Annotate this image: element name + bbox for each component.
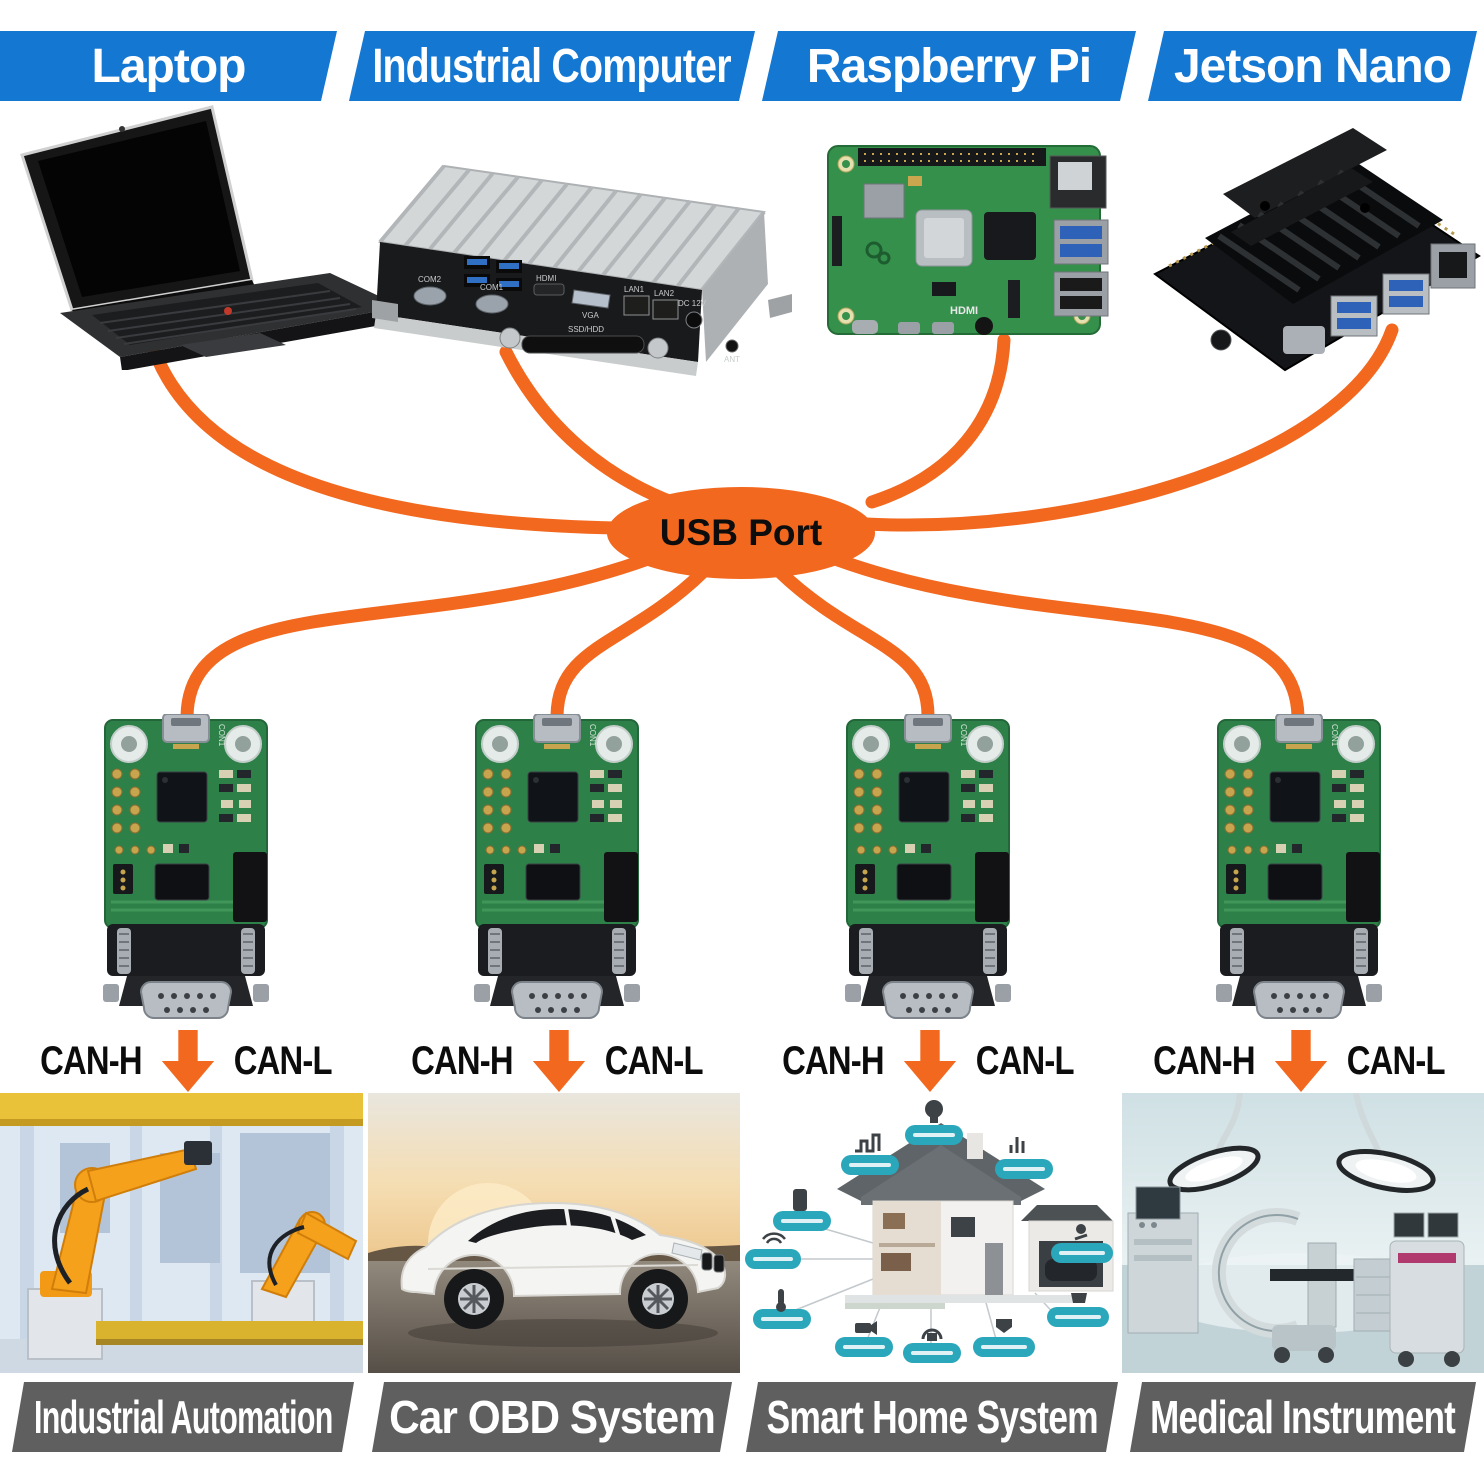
raspberry-logo-icon — [865, 241, 891, 265]
mounting-bracket — [372, 300, 398, 322]
antenna-port-icon — [725, 339, 739, 353]
jetson-hdmi-icon — [1283, 326, 1325, 354]
raspberry-pi-image: HDMI — [827, 145, 1109, 335]
jetson-usb-ports-icon — [1330, 273, 1430, 337]
lan2-label: LAN2 — [654, 289, 675, 298]
banner-jetson-nano: Jetson Nano — [1148, 31, 1477, 101]
micro-hdmi0-icon — [898, 322, 920, 334]
lan1-label: LAN1 — [624, 285, 645, 294]
dc-jack-icon — [685, 311, 703, 329]
pi-hdmi-silkscreen: HDMI — [950, 305, 978, 317]
front-panel — [376, 242, 702, 362]
can-pins-3: CAN-H CAN-L — [768, 1030, 1088, 1092]
can-adapter-board-4 — [1214, 714, 1384, 1020]
banner-industrial-computer: Industrial Computer — [349, 31, 755, 101]
banner-raspberry-pi-label: Raspberry Pi — [806, 39, 1092, 93]
ram-chip — [984, 212, 1036, 260]
label-smart-home-system: Smart Home System — [746, 1382, 1118, 1452]
down-arrow-icon — [1275, 1030, 1328, 1092]
barrel-jack-icon — [1210, 329, 1232, 351]
banner-jetson-nano-label: Jetson Nano — [1173, 39, 1452, 93]
can-l-label: CAN-L — [604, 1038, 704, 1083]
drive-bay-handle — [521, 335, 645, 354]
down-arrow-icon — [533, 1030, 586, 1092]
industrial-computer-image: COM2 COM1 HDMI VGA LAN1 LAN2 DC 12V SSD/… — [372, 164, 792, 376]
hdmi-port-icon — [533, 283, 565, 296]
can-l-label: CAN-L — [233, 1038, 333, 1083]
smart-home-photo — [745, 1093, 1117, 1373]
down-arrow-icon — [162, 1030, 215, 1092]
equipment-cabinet — [1353, 1258, 1395, 1332]
av-jack-icon — [975, 317, 993, 335]
car-body — [400, 1201, 726, 1329]
usb-port-hub-ellipse — [607, 487, 875, 579]
surgical-light-2 — [1336, 1093, 1436, 1193]
ant-label: ANT — [724, 355, 740, 364]
smart-home-system-text: Smart Home System — [766, 1391, 1098, 1443]
banner-raspberry-pi: Raspberry Pi — [762, 31, 1136, 101]
hdmi-label: HDMI — [536, 274, 556, 283]
can-pins-2: CAN-H CAN-L — [397, 1030, 717, 1092]
car-obd-system-text: Car OBD System — [389, 1391, 715, 1443]
banner-laptop: Laptop — [0, 31, 337, 101]
ssd-label: SSD/HDD — [568, 325, 604, 334]
kidney-grille-icon — [701, 1252, 725, 1273]
dsi-connector — [832, 216, 842, 266]
label-medical-instrument: Medical Instrument — [1130, 1382, 1476, 1452]
car-obd-photo — [368, 1093, 740, 1373]
industrial-automation-text: Industrial Automation — [33, 1391, 333, 1443]
orange-cables — [143, 323, 1399, 723]
smart-home-icon-badges — [745, 1100, 1113, 1363]
csi-connector — [1008, 280, 1020, 318]
touchpad — [180, 333, 286, 357]
trackpoint-icon — [224, 307, 232, 315]
dc-label: DC 12V — [678, 299, 707, 308]
can-pins-4: CAN-H CAN-L — [1139, 1030, 1459, 1092]
label-industrial-automation: Industrial Automation — [12, 1382, 354, 1452]
surgical-light-1 — [1167, 1093, 1261, 1193]
heatsink — [1205, 128, 1443, 304]
com1-label: COM1 — [480, 283, 504, 292]
webcam-icon — [119, 126, 125, 132]
conveyor-rail — [96, 1321, 363, 1339]
com-ports-icon — [413, 286, 509, 314]
jetson-nano-image — [1153, 128, 1481, 372]
usb-ports-icon — [464, 256, 522, 291]
can-h-label: CAN-H — [40, 1038, 143, 1083]
gpio-header — [858, 148, 1046, 166]
anesthesia-machine — [1389, 1212, 1465, 1367]
can-h-label: CAN-H — [411, 1038, 514, 1083]
can-l-label: CAN-L — [1346, 1038, 1446, 1083]
com2-label: COM2 — [418, 275, 442, 284]
c-arm-machine — [1211, 1208, 1337, 1363]
vga-port-icon — [571, 289, 611, 309]
lan-ports-icon — [623, 295, 679, 320]
can-pins-1: CAN-H CAN-L — [26, 1030, 346, 1092]
can-h-label: CAN-H — [782, 1038, 885, 1083]
garage-car — [1045, 1259, 1097, 1281]
usb-port-hub-label: USB Port — [659, 512, 823, 553]
wheels — [444, 1269, 688, 1329]
banner-industrial-computer-label: Industrial Computer — [372, 39, 732, 93]
banner-laptop-label: Laptop — [91, 39, 246, 93]
usbc-power-icon — [852, 320, 878, 334]
factory-beam — [0, 1093, 363, 1119]
robot-arm-left — [27, 1141, 212, 1360]
micro-hdmi1-icon — [932, 322, 954, 334]
medical-instrument-photo — [1122, 1093, 1484, 1373]
laptop-image — [20, 105, 400, 370]
label-car-obd-system: Car OBD System — [372, 1382, 732, 1452]
industrial-automation-photo — [0, 1093, 363, 1373]
down-arrow-icon — [904, 1030, 957, 1092]
can-adapter-board-3 — [843, 714, 1013, 1020]
can-adapter-board-2 — [472, 714, 642, 1020]
can-adapter-board-1 — [101, 714, 271, 1020]
monitor-cart — [1127, 1186, 1199, 1334]
medical-instrument-text: Medical Instrument — [1150, 1391, 1456, 1443]
can-h-label: CAN-H — [1153, 1038, 1256, 1083]
wifi-module — [863, 183, 905, 219]
vga-label: VGA — [582, 311, 600, 320]
can-l-label: CAN-L — [975, 1038, 1075, 1083]
